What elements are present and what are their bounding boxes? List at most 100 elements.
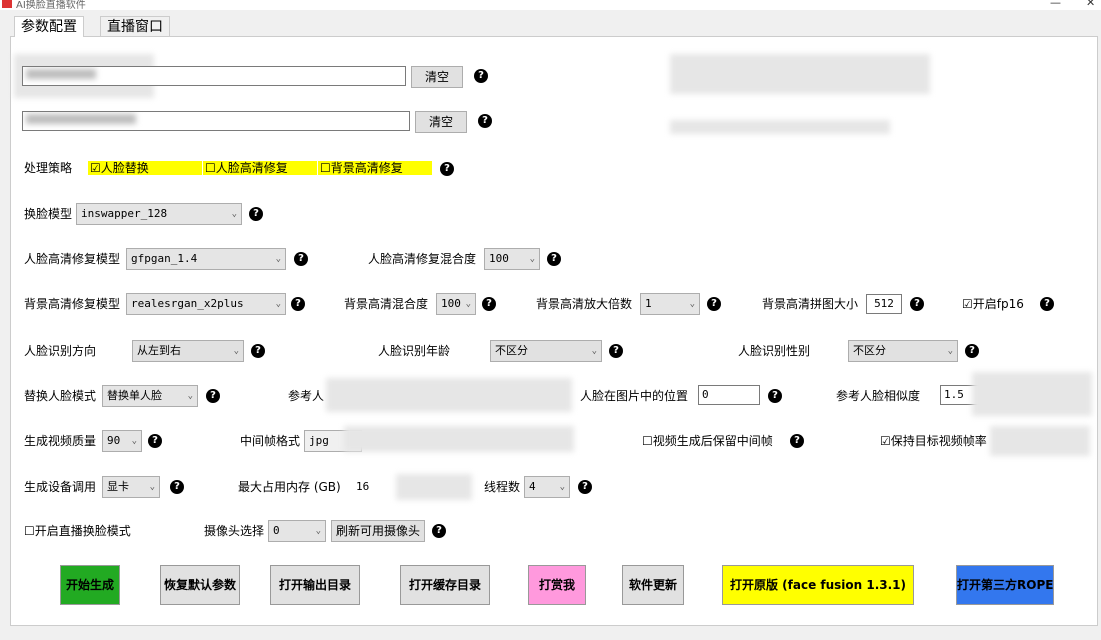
help-icon[interactable]: ? [251, 344, 265, 358]
replace-mode-select[interactable]: 替换单人脸⌄ [102, 385, 198, 407]
chevron-down-icon: ⌄ [947, 346, 953, 356]
blurred-region [670, 120, 890, 134]
chevron-down-icon: ⌄ [187, 391, 193, 401]
face-enhance-model-label: 人脸高清修复模型 [24, 252, 121, 266]
help-icon[interactable]: ? [291, 297, 305, 311]
source-path-input[interactable] [22, 66, 406, 86]
blurred-region [670, 54, 930, 94]
strategy-label: 处理策略 [24, 161, 73, 175]
face-position-input[interactable]: 0 [698, 385, 760, 405]
bg-scale-select[interactable]: 1⌄ [640, 293, 700, 315]
window-title: AI换脸直播软件 [16, 0, 86, 11]
bg-blend-select[interactable]: 100⌄ [436, 293, 476, 315]
app-icon [2, 0, 12, 8]
chevron-down-icon: ⌄ [231, 209, 237, 219]
bg-blend-label: 背景高清混合度 [344, 297, 429, 311]
face-enhance-checkbox[interactable]: ☐人脸高清修复 [203, 161, 317, 175]
device-select[interactable]: 显卡⌄ [102, 476, 160, 498]
keep-frames-checkbox[interactable]: ☐视频生成后保留中间帧 [642, 434, 773, 448]
close-icon[interactable]: ✕ [1086, 0, 1096, 9]
detect-direction-select[interactable]: 从左到右⌄ [132, 340, 244, 362]
help-icon[interactable]: ? [482, 297, 496, 311]
bg-enhance-model-select[interactable]: realesrgan_x2plus⌄ [126, 293, 286, 315]
chevron-down-icon: ⌄ [233, 346, 239, 356]
clear-source-button[interactable]: 清空 [411, 66, 463, 88]
similarity-label: 参考人脸相似度 [836, 389, 921, 403]
chevron-down-icon: ⌄ [275, 299, 281, 309]
help-icon[interactable]: ? [965, 344, 979, 358]
chevron-down-icon: ⌄ [465, 299, 471, 309]
detect-gender-select[interactable]: 不区分⌄ [848, 340, 958, 362]
detect-age-select[interactable]: 不区分⌄ [490, 340, 602, 362]
help-icon[interactable]: ? [1040, 297, 1054, 311]
live-mode-checkbox[interactable]: ☐开启直播换脸模式 [24, 524, 131, 538]
swap-model-label: 换脸模型 [24, 207, 73, 221]
chevron-down-icon: ⌄ [131, 436, 137, 446]
help-icon[interactable]: ? [249, 207, 263, 221]
donate-button[interactable]: 打赏我 [528, 565, 586, 605]
face-swap-checkbox[interactable]: ☑人脸替换 [88, 161, 202, 175]
swap-model-select[interactable]: inswapper_128⌄ [76, 203, 242, 225]
update-button[interactable]: 软件更新 [622, 565, 684, 605]
bg-tile-label: 背景高清拼图大小 [762, 297, 859, 311]
tab-config[interactable]: 参数配置 [14, 16, 84, 37]
chevron-down-icon: ⌄ [275, 254, 281, 264]
camera-label: 摄像头选择 [204, 524, 265, 538]
camera-select[interactable]: 0⌄ [268, 520, 326, 542]
start-button[interactable]: 开始生成 [60, 565, 120, 605]
fp16-checkbox[interactable]: ☑开启fp16 [962, 297, 1024, 311]
thread-count-label: 线程数 [484, 480, 521, 494]
blurred-region [990, 426, 1090, 456]
help-icon[interactable]: ? [910, 297, 924, 311]
help-icon[interactable]: ? [170, 480, 184, 494]
face-blend-label: 人脸高清修复混合度 [368, 252, 477, 266]
keep-fps-checkbox[interactable]: ☑保持目标视频帧率 [880, 434, 987, 448]
help-icon[interactable]: ? [474, 69, 488, 83]
blurred-region [396, 474, 472, 500]
face-enhance-model-select[interactable]: gfpgan_1.4⌄ [126, 248, 286, 270]
help-icon[interactable]: ? [578, 480, 592, 494]
help-icon[interactable]: ? [294, 252, 308, 266]
help-icon[interactable]: ? [790, 434, 804, 448]
chevron-down-icon: ⌄ [315, 526, 321, 536]
video-quality-select[interactable]: 90⌄ [102, 430, 142, 452]
open-output-button[interactable]: 打开输出目录 [270, 565, 360, 605]
blurred-region [326, 378, 572, 412]
face-blend-select[interactable]: 100⌄ [484, 248, 540, 270]
clear-target-button[interactable]: 清空 [415, 111, 467, 133]
bg-enhance-checkbox[interactable]: ☐背景高清修复 [318, 161, 432, 175]
open-rope-button[interactable]: 打开第三方ROPE [956, 565, 1054, 605]
thread-count-select[interactable]: 4⌄ [524, 476, 570, 498]
help-icon[interactable]: ? [609, 344, 623, 358]
tab-live-window[interactable]: 直播窗口 [100, 16, 170, 37]
chevron-down-icon: ⌄ [591, 346, 597, 356]
max-memory-label: 最大占用内存 (GB) [238, 480, 341, 494]
blurred-region [344, 426, 574, 452]
help-icon[interactable]: ? [478, 114, 492, 128]
help-icon[interactable]: ? [432, 524, 446, 538]
chevron-down-icon: ⌄ [529, 254, 535, 264]
chevron-down-icon: ⌄ [559, 482, 565, 492]
help-icon[interactable]: ? [148, 434, 162, 448]
max-memory-input[interactable]: 16 [352, 477, 396, 497]
open-cache-button[interactable]: 打开缓存目录 [400, 565, 490, 605]
refresh-camera-button[interactable]: 刷新可用摄像头 [331, 520, 425, 542]
help-icon[interactable]: ? [440, 162, 454, 176]
target-path-input[interactable] [22, 111, 410, 131]
minimize-icon[interactable]: — [1050, 0, 1061, 9]
config-panel [10, 36, 1098, 626]
help-icon[interactable]: ? [547, 252, 561, 266]
blurred-region [972, 372, 1092, 416]
help-icon[interactable]: ? [707, 297, 721, 311]
device-label: 生成设备调用 [24, 480, 97, 494]
restore-defaults-button[interactable]: 恢复默认参数 [160, 565, 240, 605]
replace-mode-label: 替换人脸模式 [24, 389, 97, 403]
detect-gender-label: 人脸识别性别 [738, 344, 811, 358]
help-icon[interactable]: ? [206, 389, 220, 403]
open-original-button[interactable]: 打开原版 (face fusion 1.3.1) [722, 565, 914, 605]
bg-scale-label: 背景高清放大倍数 [536, 297, 633, 311]
help-icon[interactable]: ? [768, 389, 782, 403]
bg-tile-input[interactable]: 512 [866, 294, 902, 314]
reference-face-label: 参考人 [288, 389, 325, 403]
face-position-label: 人脸在图片中的位置 [580, 389, 689, 403]
